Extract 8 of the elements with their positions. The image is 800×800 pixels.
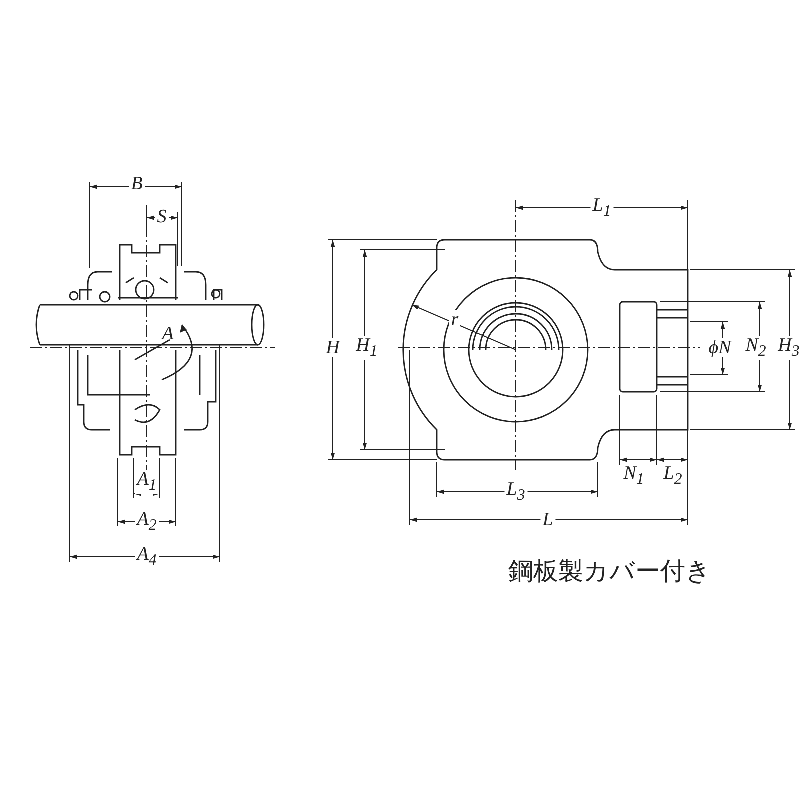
radius-label: r (449, 310, 461, 330)
dimension-label: N$_{2}$ (744, 336, 768, 360)
dimension-label: ϕN (706, 338, 734, 358)
dimension-label: A$_{1}$ (135, 470, 159, 494)
caption: 鋼板製カバー付き (508, 556, 712, 588)
dimension-label: H$_{3}$ (776, 336, 800, 360)
view-label: A (160, 324, 175, 344)
dimension-label: H (324, 338, 342, 358)
